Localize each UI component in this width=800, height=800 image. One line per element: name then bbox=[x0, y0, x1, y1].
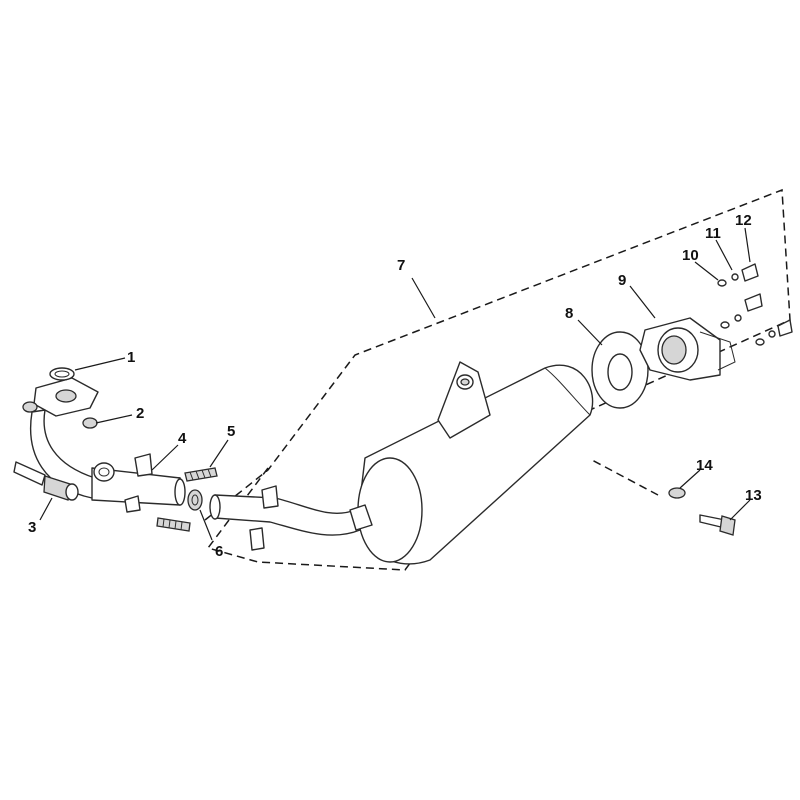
muffler-inlet-pipe bbox=[209, 485, 361, 551]
callout-12: 12 bbox=[735, 212, 752, 229]
callout-14: 14 bbox=[696, 457, 713, 474]
callout-3: 3 bbox=[28, 519, 36, 536]
callout-11: 11 bbox=[705, 225, 721, 242]
callout-8: 8 bbox=[565, 305, 573, 322]
mid-pipe bbox=[91, 453, 186, 513]
callout-6: 6 bbox=[215, 543, 223, 560]
muffler-body bbox=[349, 361, 594, 565]
callout-4: 4 bbox=[178, 430, 187, 447]
flange-gasket bbox=[187, 489, 203, 511]
bolt bbox=[699, 514, 736, 536]
hex-nut-right bbox=[82, 417, 98, 429]
callout-9: 9 bbox=[618, 272, 626, 289]
assembly-outline bbox=[204, 188, 791, 571]
end-cap-hardware bbox=[717, 263, 793, 346]
end-cap-gasket bbox=[591, 331, 649, 409]
callout-2: 2 bbox=[136, 405, 144, 422]
callout-10: 10 bbox=[682, 247, 699, 264]
end-cap bbox=[639, 317, 736, 381]
washer bbox=[668, 487, 686, 499]
callouts: 1 2 3 4 5 6 7 8 9 10 11 12 13 14 bbox=[28, 212, 762, 560]
gasket-ring bbox=[49, 367, 75, 381]
callout-5: 5 bbox=[227, 423, 235, 440]
springs bbox=[156, 467, 218, 532]
mounting-bracket bbox=[437, 361, 491, 439]
leader-lines bbox=[39, 227, 751, 541]
header-pipe bbox=[22, 367, 181, 499]
callout-7: 7 bbox=[397, 257, 405, 274]
callout-13: 13 bbox=[745, 487, 762, 504]
oxygen-sensor bbox=[13, 461, 79, 501]
callout-1: 1 bbox=[127, 349, 135, 366]
hex-nut-left bbox=[22, 401, 38, 413]
